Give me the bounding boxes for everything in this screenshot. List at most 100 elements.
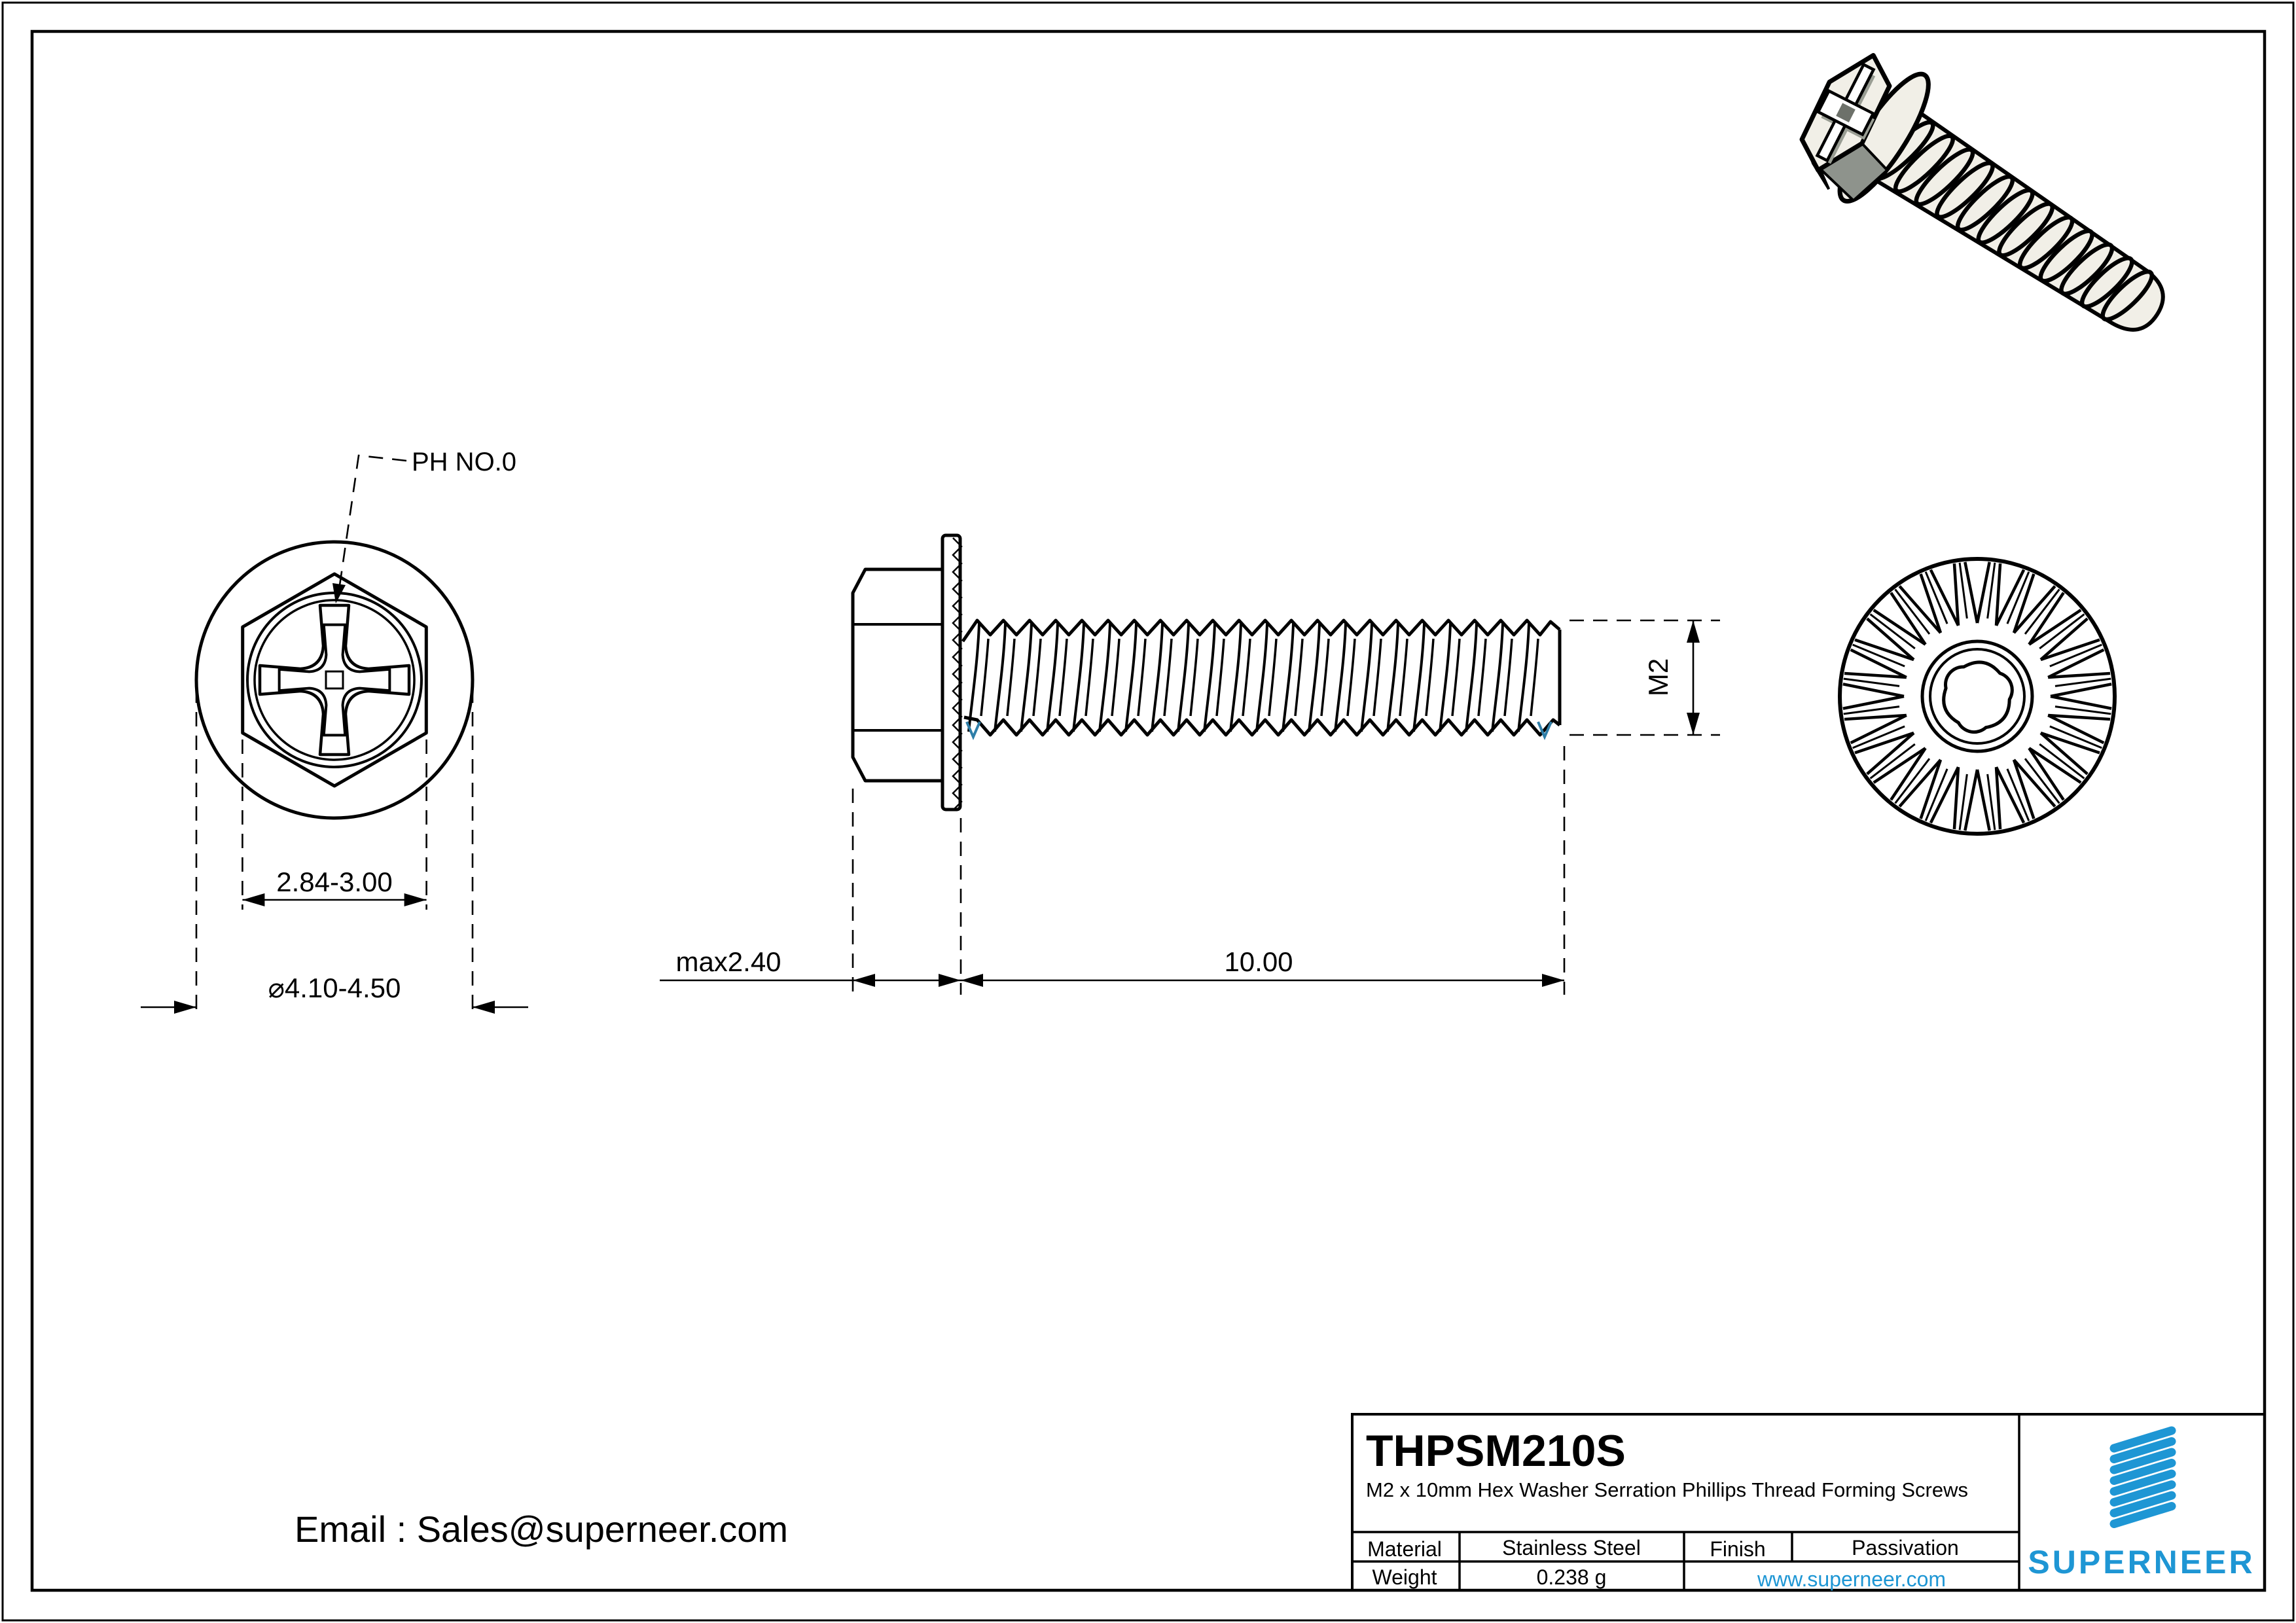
- serration-edge: [2028, 592, 2065, 646]
- iso-phillips-recess: [1815, 62, 1876, 164]
- dimension-arrowhead: [1687, 620, 1700, 643]
- serration-edge: [2013, 758, 2056, 808]
- thread-flank-minor: [1320, 638, 1330, 717]
- serration-edge: [1994, 569, 2026, 626]
- dimension-arrowhead: [242, 893, 265, 906]
- serration-boundary: [1843, 705, 1900, 715]
- serration-boundary: [2006, 571, 2030, 624]
- thread-flank: [1491, 623, 1504, 732]
- iso-thread-ring: [1997, 202, 2054, 258]
- serration-edge: [1919, 573, 1943, 633]
- serration-boundary: [1869, 613, 1916, 650]
- serration-edge: [1929, 569, 1960, 626]
- thread-flank: [1020, 623, 1033, 732]
- washer-outline-circle: [194, 540, 475, 820]
- serration-edge: [2028, 609, 2082, 646]
- thread-flank: [1386, 623, 1399, 732]
- iso-thread-ring: [2079, 256, 2134, 309]
- phillips-recess-outer: [258, 603, 411, 757]
- logo-stripe: [2109, 1491, 2176, 1518]
- thread-flank-minor: [1425, 638, 1435, 717]
- serration-boundary: [1894, 758, 1931, 804]
- serration-edge: [1890, 592, 1927, 646]
- thread-flank: [1124, 623, 1138, 732]
- trilobular-hole: [1942, 660, 2014, 734]
- thread-crest-bottom: [963, 715, 1561, 737]
- dimension-arrowhead: [939, 974, 961, 987]
- thread-flank: [1229, 623, 1242, 732]
- thread-flank-minor: [1477, 638, 1487, 717]
- contact-email[interactable]: Email : Sales@superneer.com: [295, 1508, 788, 1550]
- part-description: M2 x 10mm Hex Washer Serration Phillips …: [1366, 1478, 1968, 1501]
- iso-thread-ring: [1914, 147, 1975, 207]
- website-link[interactable]: www.superneer.com: [1757, 1567, 1946, 1591]
- serration-edge: [2050, 694, 2112, 710]
- thread-flank-minor: [1058, 638, 1068, 717]
- serration-edge: [1994, 766, 2026, 824]
- thread-flank-minor: [980, 638, 990, 717]
- serration-edge: [1873, 747, 1927, 784]
- part-number: THPSM210S: [1366, 1426, 1626, 1476]
- serration-edge: [2047, 713, 2105, 745]
- dimension-arrowhead: [1542, 974, 1564, 987]
- serration-boundary: [2049, 725, 2102, 749]
- thread-flank-minor: [1163, 638, 1173, 717]
- thread-flank-minor: [1451, 638, 1461, 717]
- thread-flank: [1334, 623, 1347, 732]
- serration-boundary: [1958, 562, 1968, 619]
- top-view: [141, 454, 528, 1016]
- serration-edge: [1898, 758, 1942, 808]
- thread-flank: [1282, 623, 1295, 732]
- serration-boundary: [2024, 758, 2060, 804]
- iso-thread-coil: [1873, 120, 2155, 322]
- serration-edge: [2012, 573, 2036, 633]
- thread-flank: [1465, 623, 1478, 732]
- serration-edge: [1866, 617, 1915, 661]
- thread-flank: [1439, 623, 1452, 732]
- serration-boundary: [1894, 588, 1931, 635]
- serration-edge: [1994, 767, 2002, 830]
- iso-cross-center: [1836, 103, 1856, 123]
- serration-edge: [1952, 563, 1960, 626]
- iso-thread-ring: [1955, 174, 2015, 232]
- brand-logo-icon: [2109, 1426, 2176, 1528]
- title-block-border: [1351, 1413, 2266, 1592]
- finish-value: Passivation: [1852, 1536, 1959, 1560]
- material-label: Material: [1367, 1537, 1442, 1561]
- serration-edge: [2048, 713, 2111, 721]
- serration-edge: [2048, 671, 2111, 679]
- thread-size-dimension: M2: [1643, 658, 1674, 696]
- serration-boundary: [1986, 562, 1996, 619]
- drive-leader-arrowhead: [332, 583, 346, 603]
- serration-boundary: [1852, 643, 1905, 668]
- thread-flank-minor: [1503, 638, 1513, 717]
- thread-flank: [1098, 623, 1111, 732]
- serration-boundary: [2054, 705, 2111, 715]
- washer-rim: [1838, 557, 2117, 836]
- phillips-center-square: [325, 670, 344, 690]
- thread-flank-minor: [1189, 638, 1199, 717]
- drive-leader-line: [337, 454, 407, 595]
- serration-edge: [1890, 747, 1927, 801]
- serration-edge: [1919, 759, 1943, 819]
- serration-edge: [2012, 759, 2036, 819]
- serration-boundary: [1986, 774, 1996, 830]
- thread-flank-minor: [1399, 638, 1408, 717]
- dimension-arrowhead: [853, 974, 875, 987]
- thread-flank-minor: [1242, 638, 1251, 717]
- logo-stripe: [2109, 1469, 2176, 1496]
- iso-thread-ring: [2017, 215, 2075, 271]
- serration-edge: [2028, 747, 2082, 784]
- serration-edge: [1975, 769, 1991, 831]
- inner-frame: [30, 29, 2267, 1592]
- dimension-arrowhead: [404, 893, 427, 906]
- thread-flank: [1360, 623, 1373, 732]
- thread-flank-minor: [1111, 638, 1121, 717]
- thread-flank-minor: [1346, 638, 1356, 717]
- material-value: Stainless Steel: [1502, 1536, 1641, 1560]
- serration-boundary: [2006, 768, 2030, 821]
- serration-edge: [1929, 766, 1960, 824]
- thread-length-dimension: 10.00: [1224, 946, 1293, 977]
